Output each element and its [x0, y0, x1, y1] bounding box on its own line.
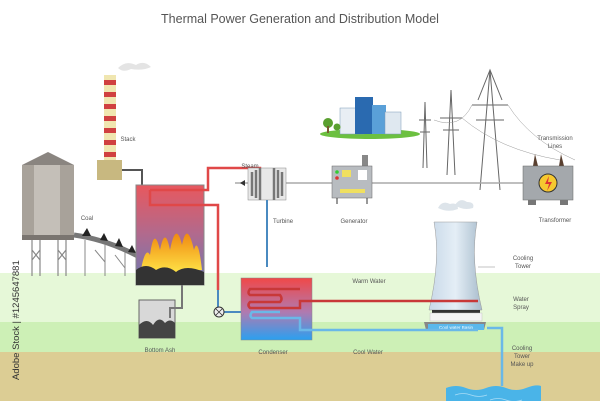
transmission-towers-icon — [419, 68, 576, 191]
cooling-tower-label-2: Tower — [515, 264, 531, 270]
water-spray-label-1: Water — [513, 297, 529, 303]
steam-label: Steam — [241, 164, 258, 170]
transmission-lines-label-1: Transmission — [537, 136, 572, 142]
make-up-label-1: Cooling — [512, 346, 532, 352]
bottom-ash-icon — [138, 285, 183, 339]
condenser-label: Condenser — [258, 350, 287, 356]
coal-silo-icon — [22, 152, 74, 276]
stack-icon — [97, 62, 151, 185]
stack-label: Stack — [120, 137, 136, 143]
coal-conveyor-icon — [73, 228, 147, 276]
generator-icon — [331, 155, 373, 204]
warm-water-label: Warm Water — [352, 279, 385, 285]
water-spray-label-2: Spray — [513, 305, 529, 311]
diagram-title: Thermal Power Generation and Distributio… — [161, 12, 439, 26]
water-source-icon — [446, 385, 541, 401]
coal-label: Coal — [81, 216, 93, 222]
turbine-label: Turbine — [273, 219, 294, 225]
pump-icon — [213, 290, 241, 318]
bottom-ash-label: Bottom Ash — [145, 348, 176, 354]
turbine-icon — [240, 167, 287, 201]
city-icon — [320, 97, 420, 139]
boiler-icon — [135, 166, 262, 290]
cooling-tower-icon — [424, 200, 486, 330]
cool-water-basin-label: Cool water Basin — [439, 325, 474, 330]
transformer-icon — [522, 154, 574, 205]
generator-label: Generator — [340, 219, 367, 225]
make-up-label-2: Tower — [514, 354, 530, 360]
cooling-tower-label-1: Cooling — [513, 256, 533, 262]
cool-water-label: Cool Water — [353, 350, 383, 356]
watermark: Adobe Stock | #1245647881 — [11, 260, 22, 380]
make-up-label-3: Make up — [510, 362, 534, 368]
transmission-lines-label-2: Lines — [548, 144, 562, 150]
condenser-icon — [240, 277, 504, 386]
transformer-label: Transformer — [539, 218, 571, 224]
